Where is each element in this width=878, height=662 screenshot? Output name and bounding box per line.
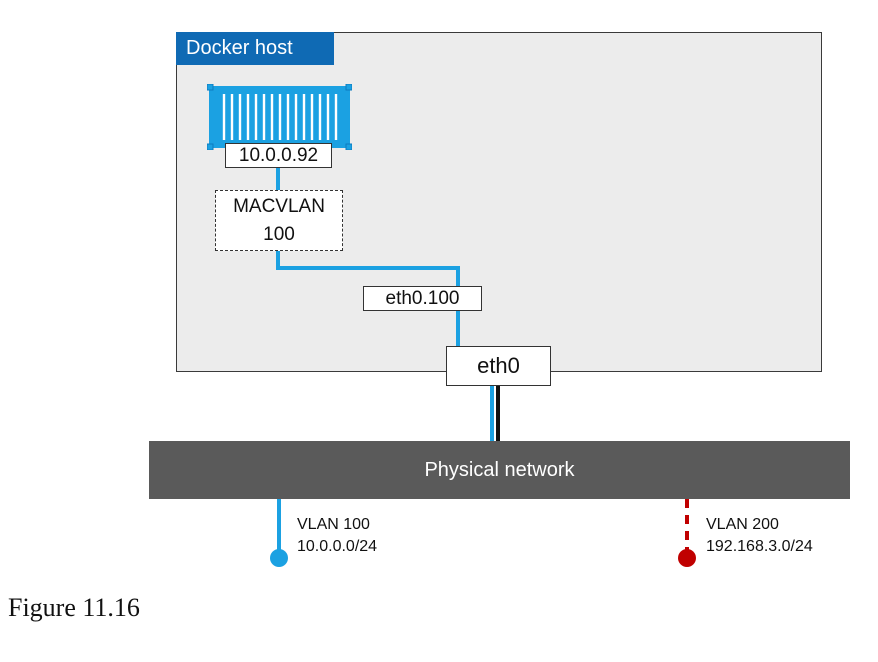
macvlan-vlan-id: 100 bbox=[263, 224, 295, 245]
vlan200-label: VLAN 200 192.168.3.0/24 bbox=[706, 514, 866, 558]
subinterface-box: eth0.100 bbox=[363, 286, 482, 311]
vlan100-endpoint-dot bbox=[270, 549, 288, 567]
vlan200-subnet: 192.168.3.0/24 bbox=[706, 538, 813, 555]
interface-box: eth0 bbox=[446, 346, 551, 386]
vlan100-subnet: 10.0.0.0/24 bbox=[297, 538, 378, 555]
docker-host-label: Docker host bbox=[176, 32, 334, 65]
link-macvlan-eth100 bbox=[276, 251, 460, 286]
vlan200-name: VLAN 200 bbox=[706, 516, 779, 533]
vlan200-endpoint-dot bbox=[678, 549, 696, 567]
macvlan-box: MACVLAN 100 bbox=[215, 190, 343, 251]
vlan100-label: VLAN 100 10.0.0.0/24 bbox=[297, 514, 437, 558]
vlan100-name: VLAN 100 bbox=[297, 516, 370, 533]
figure-caption: Figure 11.16 bbox=[8, 593, 140, 622]
container-ip-label: 10.0.0.92 bbox=[225, 143, 332, 168]
macvlan-label: MACVLAN bbox=[233, 196, 325, 217]
container-icon bbox=[207, 84, 352, 150]
physical-network-bar: Physical network bbox=[149, 441, 850, 499]
